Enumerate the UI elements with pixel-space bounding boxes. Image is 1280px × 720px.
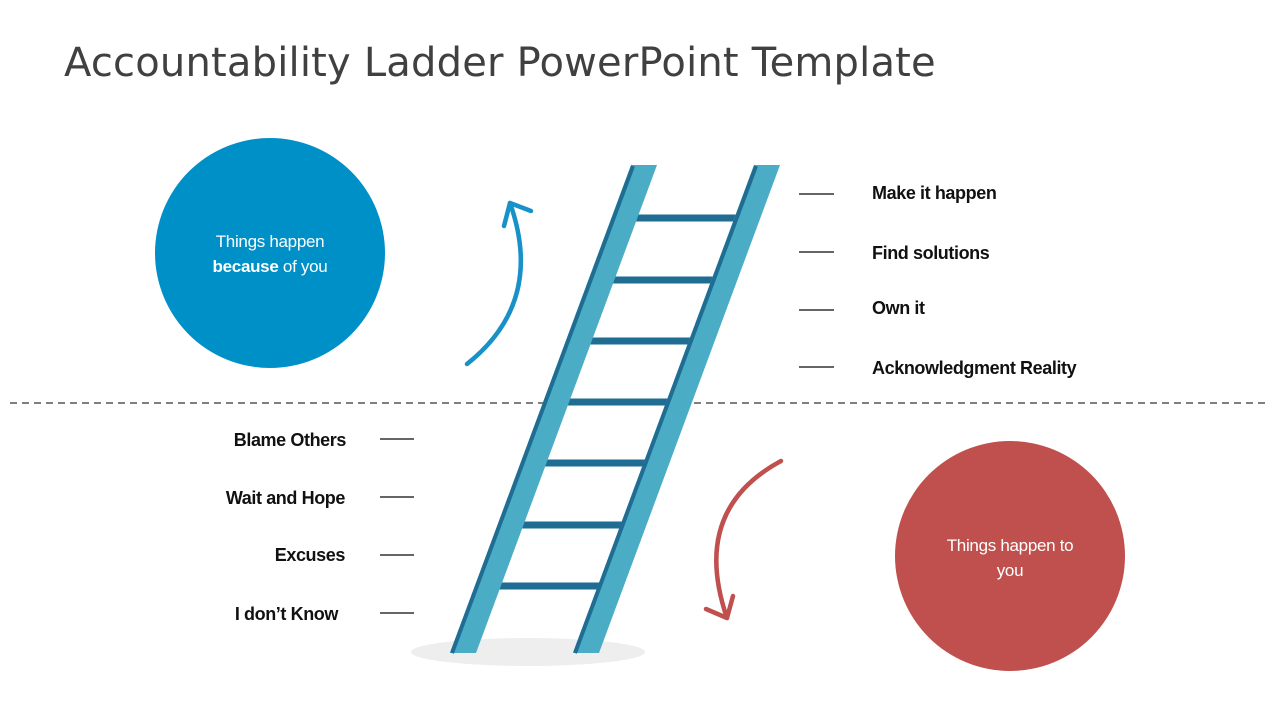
ladder-shadow	[411, 638, 645, 666]
step-blame-others: Blame Others	[233, 430, 347, 450]
circle-below-line2: you	[996, 561, 1024, 580]
circle-above-line1: Things happen	[215, 232, 325, 251]
ladder-rungs	[489, 214, 739, 590]
step-find-solutions: Find solutions	[872, 243, 990, 263]
circle-above-emphasis: because	[212, 257, 279, 276]
circle-above-label: Things happen because of you	[170, 229, 370, 279]
ladder-right-rail	[573, 165, 780, 653]
step-make-it-happen: Make it happen	[872, 183, 997, 203]
circle-above-line2: because of you	[170, 254, 370, 279]
step-own-it: Own it	[872, 298, 925, 318]
circle-above-rest: of you	[278, 257, 328, 276]
curved-arrow-up-icon	[464, 200, 534, 367]
ladder-left-rail	[450, 165, 657, 653]
circle-above-line	[155, 138, 385, 368]
circle-below-line1: Things happen to	[946, 536, 1074, 555]
connectors-above	[799, 193, 834, 368]
step-acknowledgment-reality: Acknowledgment Reality	[872, 358, 1077, 378]
ladder-left-rail-edge	[450, 165, 635, 654]
curved-arrow-down-icon	[703, 458, 784, 621]
circle-below-label: Things happen to you	[910, 533, 1110, 583]
step-wait-and-hope: Wait and Hope	[225, 488, 346, 508]
step-excuses: Excuses	[274, 545, 346, 565]
connectors-below	[380, 438, 414, 614]
ladder-right-rail-edge	[573, 165, 758, 654]
slide-title: Accountability Ladder PowerPoint Templat…	[64, 40, 936, 86]
circle-below-line	[895, 441, 1125, 671]
ladder-icon	[450, 165, 780, 654]
step-i-dont-know: I don’t Know	[234, 604, 339, 624]
